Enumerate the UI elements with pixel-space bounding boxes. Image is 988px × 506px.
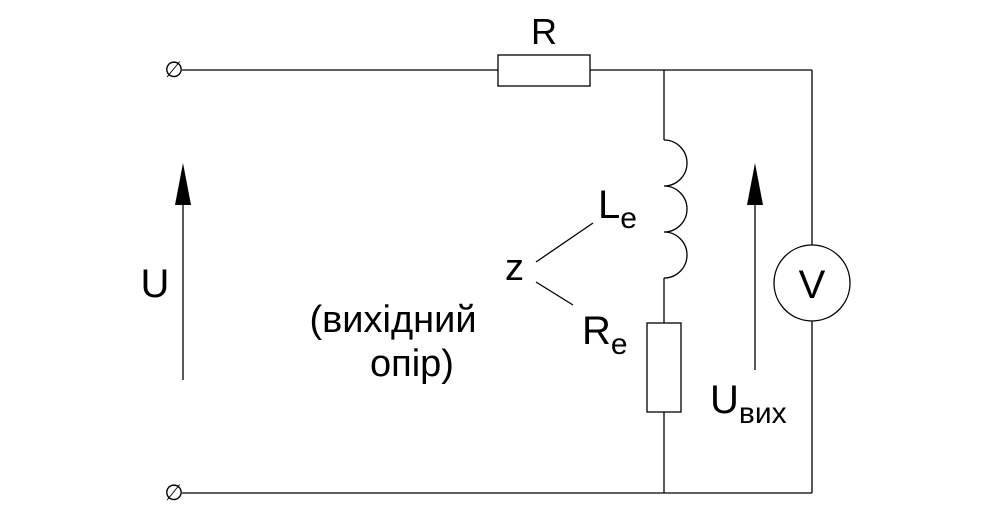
resistor-r bbox=[497, 54, 591, 87]
resistor-r-label: R bbox=[531, 11, 557, 52]
impedance-link-to-resistance bbox=[535, 281, 574, 306]
bottom-terminal-icon: ∅ bbox=[164, 480, 183, 505]
caption-line-2: опір) bbox=[370, 343, 454, 385]
inductor-coil-icon bbox=[663, 139, 688, 279]
top-terminal-icon: ∅ bbox=[164, 57, 183, 82]
load-resistor bbox=[646, 322, 682, 413]
impedance-label: z bbox=[505, 247, 524, 289]
input-voltage-label: U bbox=[141, 262, 170, 306]
caption-line-1: (вихідний bbox=[309, 299, 476, 341]
voltmeter-label: V bbox=[799, 263, 826, 307]
resistance-label: Re bbox=[582, 309, 628, 361]
inductance-label: Le bbox=[598, 183, 637, 235]
impedance-link-to-inductance bbox=[535, 222, 594, 263]
output-voltage-arrowhead-icon bbox=[747, 163, 763, 205]
output-voltage-label: Uвих bbox=[710, 378, 787, 430]
input-voltage-arrowhead-icon bbox=[175, 163, 191, 205]
